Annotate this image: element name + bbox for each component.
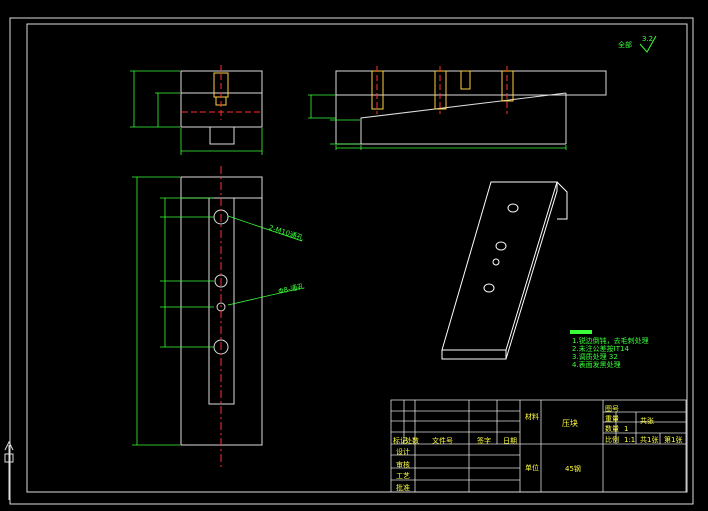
title-block [390,399,687,493]
tb-row-process: 工艺 [396,472,410,480]
tb-sheet-count: 共1张 [640,436,659,444]
side-view [335,70,607,145]
tb-scale-label: 比例 [605,436,619,444]
roughness-value: 3.2 [642,35,654,43]
tb-sheet-no: 第1张 [664,436,683,444]
tb-unit-label: 单位 [525,464,539,472]
outer-frame [9,17,694,505]
tb-qty-label: 数量 [605,425,619,433]
front-view-dimensions [130,70,263,155]
tech-req-line-4: 4.表面发黑处理 [572,361,621,369]
tech-req-line-3: 3.调质处理 32 [572,353,618,361]
tb-material-value: 45钢 [565,465,581,473]
roughness-label: 全部 [618,41,632,49]
side-view-holes [371,70,514,110]
tb-qty-value: 1 [624,425,629,433]
tb-row-approve: 批准 [396,484,410,492]
tb-header-mark: 标记 [393,437,407,445]
tech-req-line-1: 1.锐边倒钝，去毛刺处理 [572,337,649,345]
side-view-centerlines [376,66,508,114]
side-view-dimensions [308,94,567,150]
ucs-axis-icon [4,440,14,500]
front-view-hole [182,65,262,120]
inner-frame [26,23,688,493]
tb-header-date: 日期 [503,437,517,445]
front-view [180,70,263,145]
tb-header-sign: 签字 [477,437,491,445]
tb-row-review: 审核 [396,461,410,469]
top-view-dimensions [132,176,303,446]
tb-weight-label: 重量 [605,415,619,423]
roughness-symbol [639,35,657,53]
tb-sheet-label: 共张 [640,417,654,425]
tb-header-zone: 处数 [405,437,419,445]
tb-part-name: 压块 [562,419,578,428]
tb-drawing-no: 图号 [605,405,619,413]
tech-req-line-2: 2.未注公差按IT14 [572,345,629,353]
tb-row-design: 设计 [396,448,410,456]
tb-header-docno: 文件号 [432,437,453,445]
tech-req-header-bar [570,330,592,334]
tb-material-label: 材料 [525,413,539,421]
isometric-view [441,181,568,360]
tb-scale-value: 1:1 [624,436,636,444]
